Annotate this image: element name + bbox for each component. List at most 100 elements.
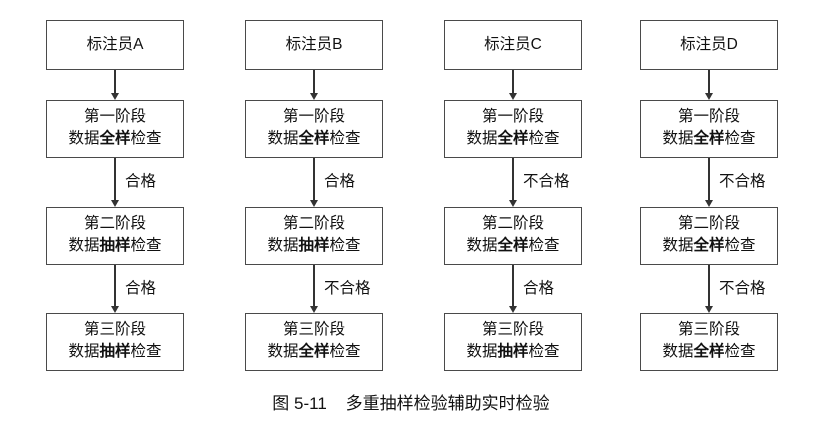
- arrow-head-icon: [508, 306, 517, 313]
- stage-2-desc-suffix: 检查: [528, 237, 560, 255]
- arrow-line: [512, 158, 514, 200]
- stage-2-box: 第二阶段 数据抽样检查: [245, 207, 383, 265]
- stage-1-desc-emphasis: 全样: [99, 130, 131, 148]
- arrow-line: [114, 265, 116, 306]
- arrow-stage1-to-stage2: [508, 158, 517, 207]
- stage-3-title: 第三阶段: [83, 321, 146, 338]
- arrow-header-to-stage1: [110, 70, 119, 100]
- stage-2-box: 第二阶段 数据抽样检查: [46, 207, 184, 265]
- arrow-header-to-stage1: [309, 70, 318, 100]
- stage-1-desc-prefix: 数据: [662, 130, 694, 148]
- stage-2-box: 第二阶段 数据全样检查: [444, 207, 582, 265]
- stage-1-desc: 数据全样检查: [641, 128, 777, 150]
- stage-3-desc-emphasis: 全样: [693, 343, 725, 361]
- arrow-head-icon: [704, 306, 713, 313]
- stage-1-desc-suffix: 检查: [724, 130, 756, 148]
- figure-caption: 图 5-11 多重抽样检验辅助实时检验: [272, 394, 550, 413]
- arrow-line: [114, 70, 116, 93]
- arrow-line: [313, 70, 315, 93]
- annotator-header-box: 标注员D: [640, 20, 778, 70]
- stage-2-desc-suffix: 检查: [130, 237, 162, 255]
- stage-1-desc: 数据全样检查: [445, 128, 581, 150]
- stage-3-box: 第三阶段 数据抽样检查: [46, 313, 184, 371]
- stage-3-desc: 数据全样检查: [641, 341, 777, 363]
- arrow-stage1-to-stage2: [110, 158, 119, 207]
- stage-2-desc-prefix: 数据: [662, 237, 694, 255]
- arrow-stage2-to-stage3: [508, 265, 517, 313]
- arrow-head-icon: [110, 200, 119, 207]
- stage-3-box: 第三阶段 数据全样检查: [245, 313, 383, 371]
- arrow-line: [313, 265, 315, 306]
- annotator-header-box: 标注员B: [245, 20, 383, 70]
- annotator-header-label: 标注员B: [285, 35, 343, 53]
- stage-1-desc-emphasis: 全样: [693, 130, 725, 148]
- arrow-header-to-stage1: [704, 70, 713, 100]
- flowchart: 标注员A 第一阶段 数据全样检查 合格 第二阶段 数据抽样检查: [15, 0, 809, 378]
- annotator-column-a: 标注员A 第一阶段 数据全样检查 合格 第二阶段 数据抽样检查: [15, 0, 215, 378]
- stage-1-box: 第一阶段 数据全样检查: [245, 100, 383, 158]
- stage-1-desc-prefix: 数据: [68, 130, 100, 148]
- edge-label-stage2-stage3: 不合格: [719, 280, 766, 297]
- stage-3-desc-suffix: 检查: [130, 343, 162, 361]
- stage-2-desc-prefix: 数据: [68, 237, 100, 255]
- edge-label-stage1-stage2: 合格: [125, 173, 157, 190]
- arrow-head-icon: [309, 93, 318, 100]
- stage-1-desc: 数据全样检查: [246, 128, 382, 150]
- arrow-stage2-to-stage3: [704, 265, 713, 313]
- stage-1-box: 第一阶段 数据全样检查: [444, 100, 582, 158]
- stage-3-desc: 数据全样检查: [246, 341, 382, 363]
- arrow-stage1-to-stage2: [309, 158, 318, 207]
- edge-label-stage2-stage3: 合格: [125, 280, 157, 297]
- stage-1-box: 第一阶段 数据全样检查: [640, 100, 778, 158]
- arrow-line: [708, 265, 710, 306]
- stage-2-title: 第二阶段: [83, 215, 146, 232]
- stage-1-box: 第一阶段 数据全样检查: [46, 100, 184, 158]
- arrow-stage1-to-stage2: [704, 158, 713, 207]
- annotator-header-label: 标注员D: [680, 35, 738, 53]
- stage-1-title: 第一阶段: [83, 108, 146, 125]
- arrow-head-icon: [704, 93, 713, 100]
- stage-2-desc-prefix: 数据: [466, 237, 498, 255]
- stage-1-desc-emphasis: 全样: [298, 130, 330, 148]
- stage-3-desc: 数据抽样检查: [445, 341, 581, 363]
- stage-2-desc-emphasis: 全样: [693, 237, 725, 255]
- arrow-line: [512, 70, 514, 93]
- edge-label-stage1-stage2: 合格: [324, 173, 356, 190]
- stage-2-desc-suffix: 检查: [329, 237, 361, 255]
- stage-1-desc-prefix: 数据: [267, 130, 299, 148]
- stage-2-desc-prefix: 数据: [267, 237, 299, 255]
- stage-2-desc-emphasis: 全样: [497, 237, 529, 255]
- stage-1-desc-emphasis: 全样: [497, 130, 529, 148]
- stage-2-desc-emphasis: 抽样: [298, 237, 330, 255]
- annotator-column-c: 标注员C 第一阶段 数据全样检查 不合格 第二阶段 数据全样检查: [413, 0, 613, 378]
- edge-label-stage2-stage3: 不合格: [324, 280, 371, 297]
- stage-1-desc-suffix: 检查: [528, 130, 560, 148]
- arrow-head-icon: [508, 200, 517, 207]
- stage-3-desc-prefix: 数据: [466, 343, 498, 361]
- stage-3-desc-prefix: 数据: [662, 343, 694, 361]
- stage-3-title: 第三阶段: [481, 321, 544, 338]
- stage-3-desc-emphasis: 全样: [298, 343, 330, 361]
- arrow-head-icon: [110, 93, 119, 100]
- arrow-stage2-to-stage3: [110, 265, 119, 313]
- stage-1-desc-suffix: 检查: [130, 130, 162, 148]
- edge-label-stage1-stage2: 不合格: [719, 173, 766, 190]
- arrow-line: [512, 265, 514, 306]
- arrow-head-icon: [704, 200, 713, 207]
- stage-2-desc-emphasis: 抽样: [99, 237, 131, 255]
- arrow-header-to-stage1: [508, 70, 517, 100]
- stage-3-title: 第三阶段: [677, 321, 740, 338]
- stage-1-desc: 数据全样检查: [47, 128, 183, 150]
- stage-2-title: 第二阶段: [282, 215, 345, 232]
- stage-3-box: 第三阶段 数据全样检查: [640, 313, 778, 371]
- edge-label-stage1-stage2: 不合格: [523, 173, 570, 190]
- stage-2-desc: 数据抽样检查: [246, 235, 382, 257]
- stage-1-desc-suffix: 检查: [329, 130, 361, 148]
- stage-2-box: 第二阶段 数据全样检查: [640, 207, 778, 265]
- stage-3-desc-prefix: 数据: [267, 343, 299, 361]
- stage-2-desc: 数据全样检查: [641, 235, 777, 257]
- stage-3-desc-suffix: 检查: [724, 343, 756, 361]
- stage-1-title: 第一阶段: [481, 108, 544, 125]
- stage-3-box: 第三阶段 数据抽样检查: [444, 313, 582, 371]
- annotator-column-d: 标注员D 第一阶段 数据全样检查 不合格 第二阶段 数据全样检查: [609, 0, 809, 378]
